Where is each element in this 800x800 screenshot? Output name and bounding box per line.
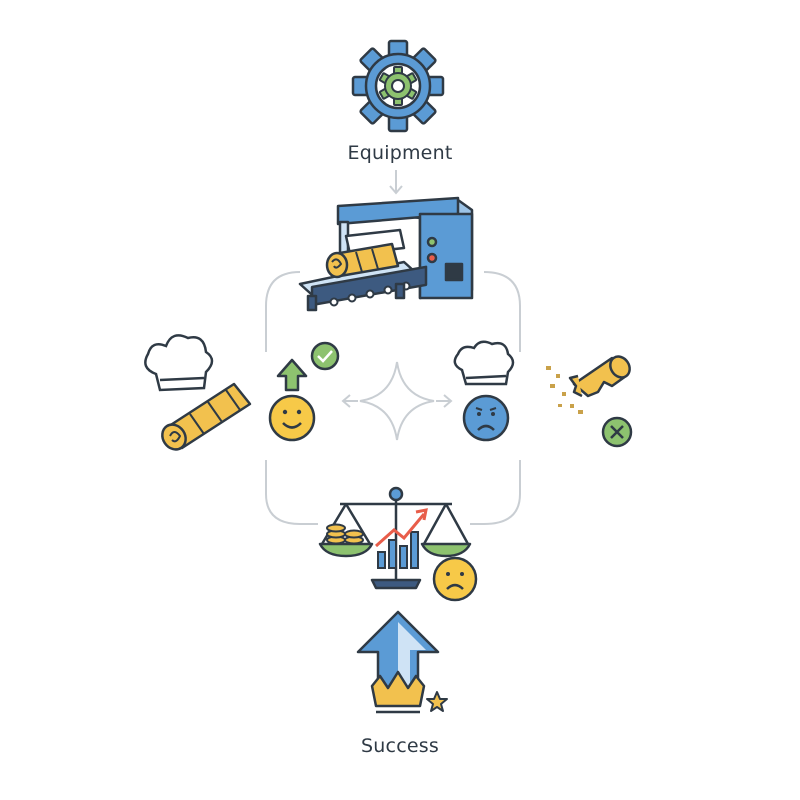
crown-icon <box>370 670 426 714</box>
gear-icon <box>351 39 445 133</box>
up-arrow-icon <box>276 358 308 392</box>
chef-hat-icon <box>144 334 214 392</box>
sad-face-icon <box>432 556 478 602</box>
rising-bar-chart-icon <box>375 508 428 569</box>
broken-pastry-icon <box>546 355 631 414</box>
check-circle-icon <box>310 341 340 371</box>
success-label: Success <box>361 735 439 757</box>
x-circle-icon <box>601 416 633 448</box>
balance-scale-icon <box>318 486 472 590</box>
happy-face-icon <box>268 394 316 442</box>
worried-face-icon <box>462 394 510 442</box>
chef-hat-icon <box>453 340 515 386</box>
pastry-rolling-machine-icon <box>298 196 474 312</box>
star-icon <box>426 691 448 712</box>
connector-frame <box>265 271 521 525</box>
equipment-arrow <box>389 170 403 195</box>
equipment-label: Equipment <box>347 142 453 164</box>
coin-stack-icon <box>326 523 364 545</box>
sparkle-icon <box>341 361 453 441</box>
rolled-pastry-icon <box>161 382 252 451</box>
